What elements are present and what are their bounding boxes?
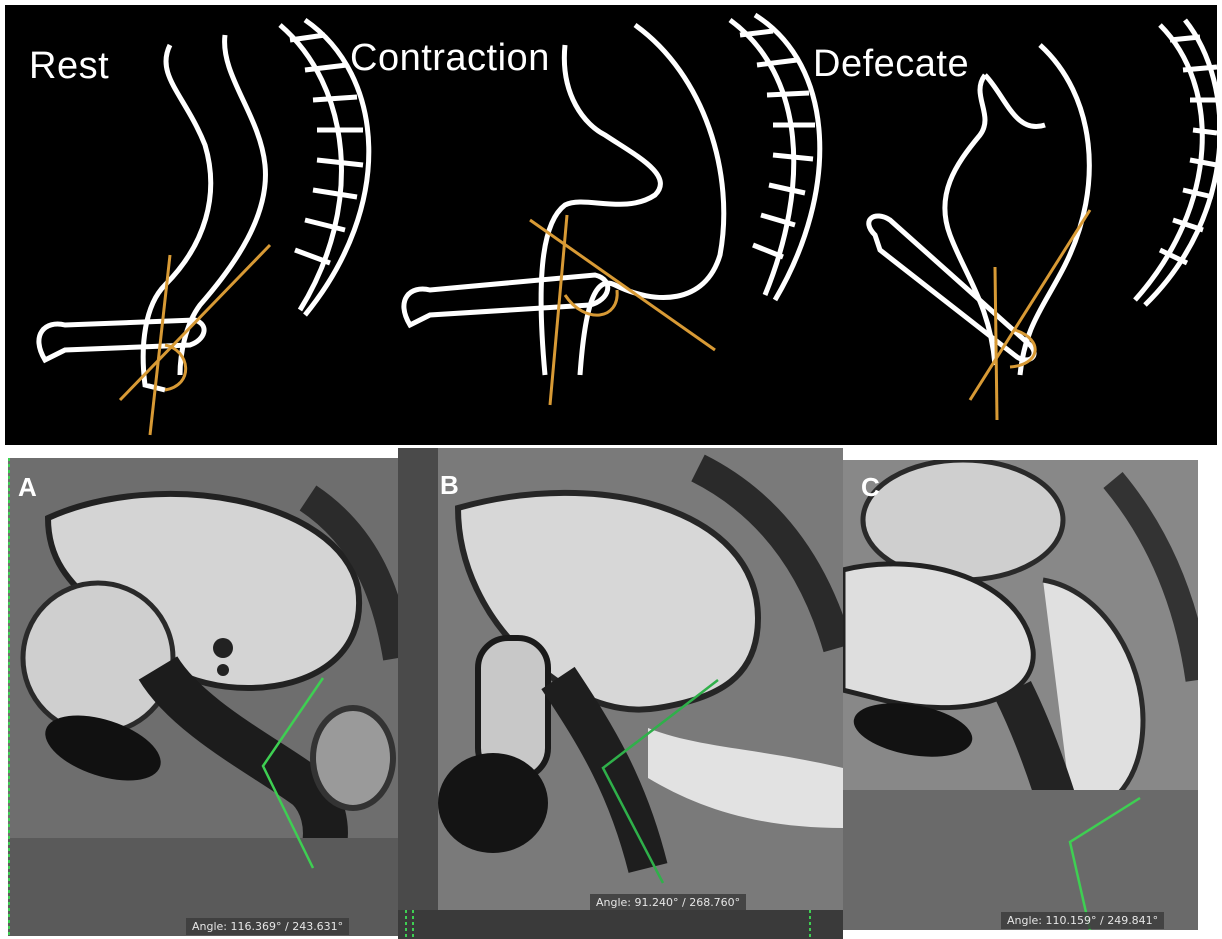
mri-b-image <box>398 448 843 910</box>
contraction-rectum-front <box>541 45 660 375</box>
label-defecate: Defecate <box>813 43 969 86</box>
schematic-drawings <box>5 5 1217 445</box>
mri-panel-a: A Angle: 116.369° / 243.631° <box>8 458 398 936</box>
contraction-spine <box>730 15 820 300</box>
mri-panel-b: B Angle: 91.240° / 268.760° <box>398 448 843 910</box>
label-contraction: Contraction <box>350 37 550 80</box>
defecate-axis-line <box>995 267 997 420</box>
schematic-panel: Rest Contraction Defecate <box>5 5 1217 445</box>
mri-panel-c: C Angle: 110.159° / 249.841° <box>843 460 1198 930</box>
label-rest: Rest <box>29 45 109 88</box>
angle-readout-a: Angle: 116.369° / 243.631° <box>186 918 349 935</box>
panel-letter-b: B <box>440 470 459 501</box>
contraction-levator <box>404 275 608 325</box>
mri-c-image <box>843 460 1198 930</box>
angle-readout-c: Angle: 110.159° / 249.841° <box>1001 912 1164 929</box>
contraction-rectum-back <box>580 25 724 375</box>
angle-readout-b: Angle: 91.240° / 268.760° <box>590 894 746 910</box>
mri-a-image <box>8 458 398 936</box>
defecate-spine <box>1135 20 1217 305</box>
defecate-rectum-back <box>1020 45 1089 375</box>
panel-letter-c: C <box>861 472 880 503</box>
mri-b-bottom-strip <box>398 910 843 939</box>
panel-letter-a: A <box>18 472 37 503</box>
